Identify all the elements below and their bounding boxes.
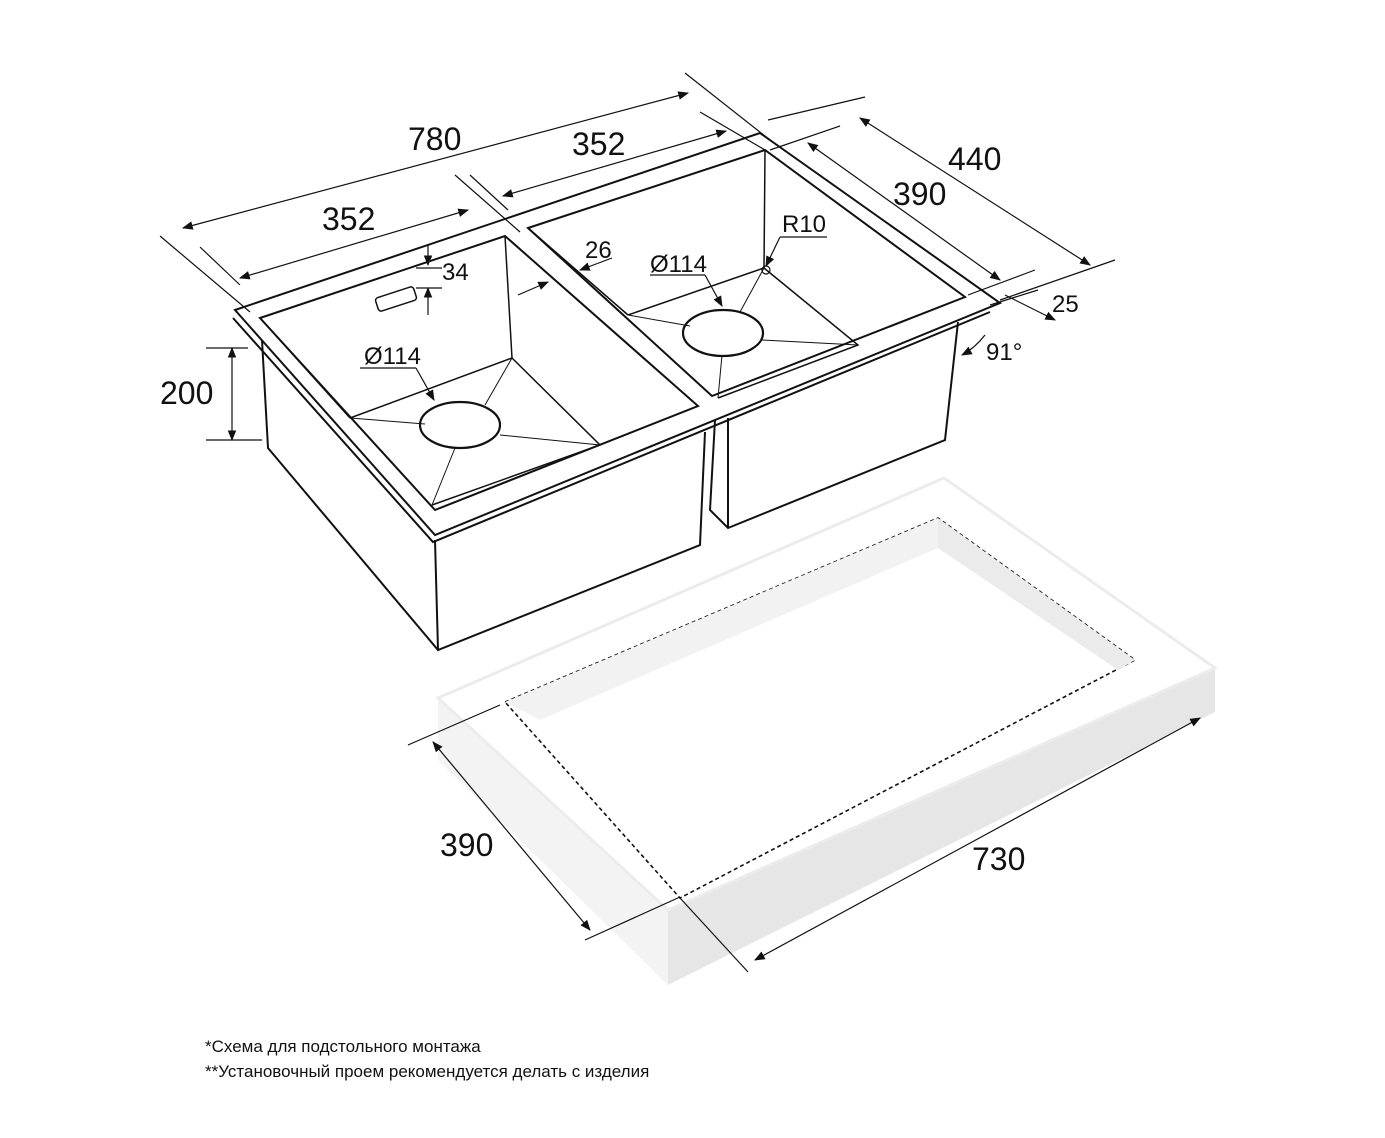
sink-rim-inner	[232, 311, 991, 544]
countertop-template	[435, 476, 1219, 985]
label-bowl-right-length: 352	[572, 126, 625, 162]
note-cutout-recommendation: **Установочный проем рекомендуется делат…	[205, 1062, 650, 1081]
left-bowl-opening	[258, 234, 700, 512]
dimension-labels: 780 352 352 440 390 R10 26 Ø114 34 25 91…	[160, 121, 1079, 877]
cutout-inner-shade-left	[505, 518, 938, 720]
label-corner-radius: R10	[782, 211, 826, 238]
cutout-opening	[503, 517, 1137, 899]
label-overall-width: 440	[948, 141, 1001, 177]
note-underfloor-mount: *Схема для подстольного монтажа	[205, 1037, 481, 1056]
countertop-frame-outline	[435, 476, 1219, 912]
left-drain-hole	[418, 400, 502, 450]
label-overall-length: 780	[408, 121, 461, 157]
right-bowl-floor	[627, 267, 860, 399]
right-bowl-wall-edge	[527, 149, 766, 316]
left-bowl-front-edge	[434, 539, 439, 651]
label-bowl-width: 390	[893, 176, 946, 212]
dimension-lines	[159, 72, 1201, 973]
label-divider-width: 26	[585, 237, 612, 264]
label-drain-left: Ø114	[364, 343, 421, 370]
left-bowl-wall-edge	[259, 235, 513, 419]
label-cutout-width: 390	[440, 827, 493, 863]
label-depth: 200	[160, 375, 213, 411]
brand-plate	[374, 286, 418, 312]
right-drain-hole	[681, 308, 765, 358]
left-bowl-outer-wall	[261, 339, 706, 652]
label-drain-right: Ø114	[650, 251, 707, 278]
label-bowl-left-length: 352	[322, 201, 375, 237]
right-drain-rays	[627, 267, 859, 399]
label-cutout-length: 730	[972, 841, 1025, 877]
left-bowl-floor	[349, 357, 602, 506]
cutout-inner-shade	[938, 518, 1135, 670]
left-drain-rays	[349, 357, 601, 506]
label-rim-width: 25	[1052, 291, 1079, 318]
label-wall-angle: 91°	[986, 339, 1022, 366]
label-plate-offset: 34	[442, 259, 469, 286]
